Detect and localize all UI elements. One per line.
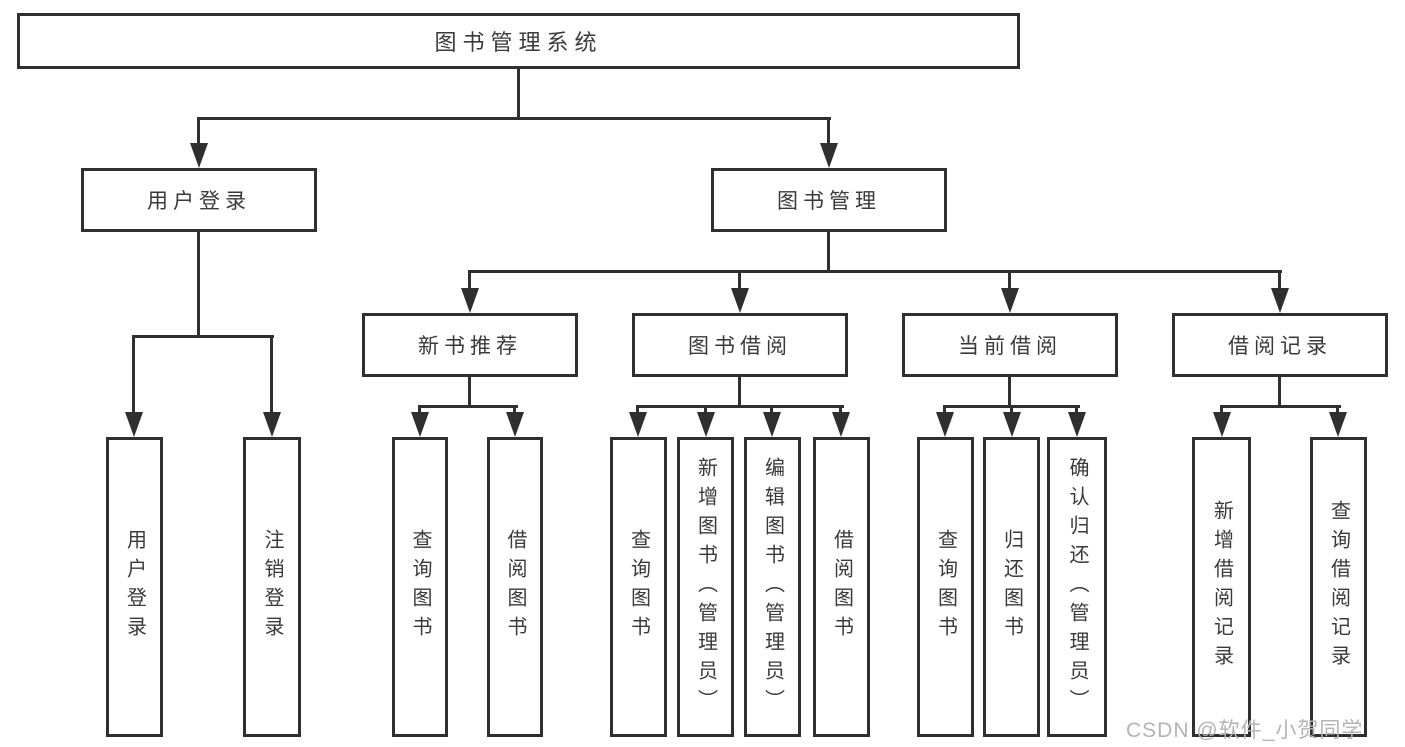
leaf-label: 查询借阅记录: [1327, 500, 1350, 674]
connector-book-mgmt-drop-4: [1278, 270, 1281, 290]
connector-book-mgmt-bus: [468, 270, 1282, 273]
leaf-return-book: 归还图书: [983, 437, 1040, 737]
connector-group4-stem: [1278, 377, 1281, 405]
arrow-down-icon: [820, 143, 838, 168]
connector-group3-drop-2: [1010, 405, 1013, 414]
node-user-login: 用户登录: [81, 168, 317, 232]
connector-group2-drop-2: [704, 405, 707, 414]
leaf-label: 新增借阅记录: [1210, 500, 1233, 674]
arrow-down-icon: [1213, 412, 1231, 437]
connector-group1-drop-1: [418, 405, 421, 414]
connector-user-login-drop-2: [270, 335, 273, 414]
leaf-label: 查询图书: [409, 529, 431, 645]
leaf-query-books-2: 查询图书: [610, 437, 667, 737]
arrow-down-icon: [1329, 412, 1347, 437]
connector-root-bus: [197, 117, 831, 120]
arrow-down-icon: [263, 412, 281, 437]
connector-book-mgmt-drop-2: [738, 270, 741, 290]
connector-group4-drop-1: [1220, 405, 1223, 414]
connector-group4-drop-2: [1336, 405, 1339, 414]
leaf-confirm-return-admin: 确认归还（管理员）: [1047, 437, 1107, 737]
leaf-query-borrow-record: 查询借阅记录: [1310, 437, 1367, 737]
connector-group4-bus: [1220, 405, 1341, 408]
arrow-down-icon: [190, 143, 208, 168]
node-new-book-recommend: 新书推荐: [362, 313, 578, 377]
connector-group2-drop-4: [839, 405, 842, 414]
connector-user-login-bus: [132, 335, 274, 338]
connector-book-mgmt-drop-1: [468, 270, 471, 290]
arrow-down-icon: [629, 412, 647, 437]
leaf-label: 借阅图书: [830, 529, 853, 645]
connector-root-stem: [517, 69, 520, 117]
leaf-label: 确认归还（管理员）: [1066, 456, 1088, 718]
leaf-label: 查询图书: [934, 529, 957, 645]
connector-group2-drop-1: [636, 405, 639, 414]
arrow-down-icon: [461, 288, 479, 313]
connector-user-login-drop-1: [132, 335, 135, 414]
connector-group2-drop-3: [770, 405, 773, 414]
leaf-label: 编辑图书（管理员）: [761, 456, 784, 718]
node-root: 图书管理系统: [17, 13, 1020, 69]
connector-group1-bus: [418, 405, 518, 408]
node-borrowing-records: 借阅记录: [1172, 313, 1388, 377]
leaf-edit-book-admin: 编辑图书（管理员）: [744, 437, 801, 737]
node-book-management: 图书管理: [711, 168, 947, 232]
arrow-down-icon: [506, 412, 524, 437]
connector-group2-bus: [636, 405, 844, 408]
connector-group3-drop-1: [943, 405, 946, 414]
connector-group1-drop-2: [513, 405, 516, 414]
arrow-down-icon: [1271, 288, 1289, 313]
arrow-down-icon: [697, 412, 715, 437]
leaf-label: 归还图书: [1000, 529, 1023, 645]
connector-group2-stem: [738, 377, 741, 405]
arrow-down-icon: [125, 412, 143, 437]
leaf-label: 新增图书（管理员）: [694, 456, 717, 718]
leaf-logout: 注销登录: [243, 437, 301, 737]
arrow-down-icon: [1003, 412, 1021, 437]
connector-root-drop-right: [827, 117, 830, 146]
leaf-label: 注销登录: [261, 529, 283, 645]
connector-group3-stem: [1008, 377, 1011, 405]
arrow-down-icon: [1068, 412, 1086, 437]
arrow-down-icon: [411, 412, 429, 437]
arrow-down-icon: [763, 412, 781, 437]
connector-user-login-stem: [197, 232, 200, 335]
connector-root-drop-left: [197, 117, 200, 146]
arrow-down-icon: [1001, 288, 1019, 313]
arrow-down-icon: [936, 412, 954, 437]
leaf-label: 用户登录: [123, 529, 146, 645]
leaf-add-borrow-record: 新增借阅记录: [1192, 437, 1251, 737]
leaf-label: 查询图书: [627, 529, 650, 645]
node-book-borrowing: 图书借阅: [632, 313, 848, 377]
csdn-watermark: CSDN @软件_小贺同学: [1126, 719, 1364, 742]
leaf-label: 借阅图书: [504, 529, 526, 645]
leaf-borrow-books-2: 借阅图书: [813, 437, 870, 737]
node-current-borrowing: 当前借阅: [902, 313, 1118, 377]
leaf-add-book-admin: 新增图书（管理员）: [677, 437, 734, 737]
arrow-down-icon: [731, 288, 749, 313]
leaf-borrow-books-1: 借阅图书: [487, 437, 543, 737]
connector-book-mgmt-drop-3: [1008, 270, 1011, 290]
arrow-down-icon: [832, 412, 850, 437]
connector-group1-stem: [468, 377, 471, 405]
connector-group3-drop-3: [1075, 405, 1078, 414]
connector-book-mgmt-stem: [827, 232, 830, 270]
leaf-user-login: 用户登录: [106, 437, 163, 737]
leaf-query-books-3: 查询图书: [917, 437, 974, 737]
leaf-query-books-1: 查询图书: [392, 437, 448, 737]
